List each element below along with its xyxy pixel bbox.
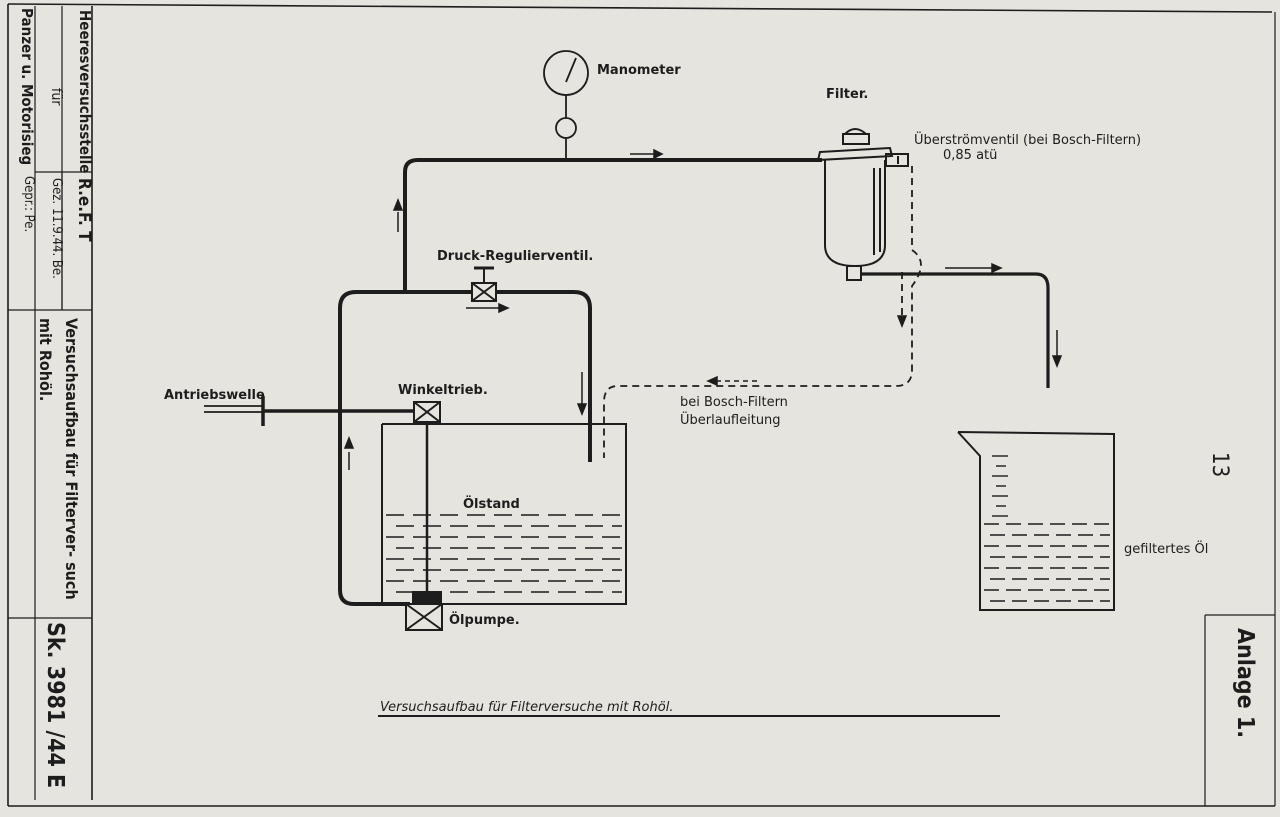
label-filter: Filter. <box>826 87 868 102</box>
label-oil-level: Ölstand <box>463 496 520 512</box>
title-checked-by: Gepr.: Pe. <box>21 176 36 233</box>
title-institution-line2: für <box>48 88 64 106</box>
overflow-arrows <box>706 315 908 387</box>
label-overflow-line-1: bei Bosch-Filtern <box>680 395 788 410</box>
label-overflow-line-2: Überlaufleitung <box>680 411 781 428</box>
label-overflow-valve: Überströmventil (bei Bosch-Filtern) <box>914 131 1141 148</box>
oil-level-hatching <box>386 514 622 593</box>
annex-label: Anlage 1. <box>1232 628 1258 739</box>
title-description: Versuchsaufbau für Filterver- such mit R… <box>36 318 81 600</box>
overflow-line <box>603 166 922 458</box>
pressure-valve-icon <box>471 266 497 302</box>
measuring-beaker <box>957 431 1115 611</box>
angle-drive-icon <box>413 401 441 594</box>
drawing-caption: Versuchsaufbau für Filterversuche mit Ro… <box>380 700 673 715</box>
title-drawn-by: Gez. 11.9.44. Be. <box>49 178 64 279</box>
label-manometer: Manometer <box>597 63 681 78</box>
flow-arrows <box>343 148 1063 470</box>
drive-shaft-icon <box>204 396 414 426</box>
pressure-pipe <box>338 158 822 606</box>
label-overflow-pressure: 0,85 atü <box>943 148 997 163</box>
label-pressure-valve: Druck-Regulierventil. <box>437 249 593 264</box>
label-drive-shaft: Antriebswelle <box>164 388 265 403</box>
oil-pump-icon <box>405 591 443 631</box>
outlet-pipe <box>862 272 1050 388</box>
title-department: R.e.F. T <box>74 178 94 242</box>
page-number: 13 <box>1207 452 1232 478</box>
filtered-oil-hatching <box>984 523 1110 602</box>
sheet-frame <box>7 3 1276 807</box>
manometer-icon <box>543 50 589 160</box>
filter-icon <box>816 128 909 281</box>
label-oil-pump: Ölpumpe. <box>449 612 520 628</box>
oil-tank <box>381 423 627 605</box>
label-filtered-oil: gefiltertes Öl <box>1124 540 1208 557</box>
label-angle-drive: Winkeltrieb. <box>398 383 488 398</box>
drawing-number: Sk. 3981 /44 E <box>42 622 68 789</box>
